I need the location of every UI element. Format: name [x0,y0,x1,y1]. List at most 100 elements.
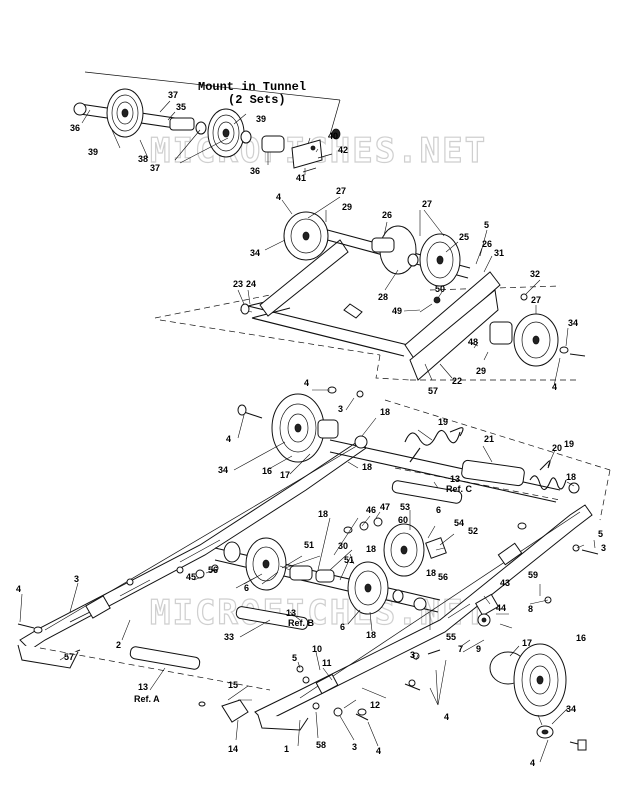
label-5b: 5 [598,529,603,539]
label-14: 14 [228,744,238,754]
label-3e: 3 [352,742,357,752]
label-45: 45 [186,572,196,582]
left-side-plate [259,239,349,317]
label-39: 39 [88,147,98,157]
label-5: 5 [484,220,489,230]
label-52: 52 [468,526,478,536]
label-58: 58 [316,740,326,750]
left-torsion-spring [404,429,461,446]
label-48: 48 [468,337,478,347]
label-34b: 34 [568,318,578,328]
mount-note-line1: Mount in Tunnel [198,80,306,94]
label-3c: 3 [74,574,79,584]
label-43: 43 [500,578,510,588]
label-37b: 37 [150,163,160,173]
label-30: 30 [338,541,348,551]
label-56b: 56 [438,572,448,582]
label-4h: 4 [530,758,535,768]
middle-idler-assembly [154,211,586,381]
label-16: 16 [262,466,272,476]
label-41: 41 [296,173,306,183]
label-27c: 27 [531,295,541,305]
label-3: 3 [338,404,343,414]
label-6c: 6 [340,622,345,632]
label-ref-c: Ref. C [446,484,473,494]
label-15: 15 [228,680,238,690]
label-17: 17 [280,470,290,480]
label-42: 42 [338,145,348,155]
label-13c: 13 [450,474,460,484]
label-22: 22 [452,376,462,386]
label-4c: 4 [304,378,309,388]
label-7: 7 [458,644,463,654]
label-31: 31 [494,248,504,258]
label-12: 12 [370,700,380,710]
label-59: 59 [528,570,538,580]
label-4b: 4 [552,382,557,392]
label-23: 23 [233,279,243,289]
label-57b: 57 [64,652,74,662]
label-60: 60 [398,515,408,525]
label-2: 2 [116,640,121,650]
label-27b: 27 [422,199,432,209]
leader-lines [19,100,596,763]
label-ref-a: Ref. A [134,694,160,704]
label-29b: 29 [476,366,486,376]
label-34d: 34 [566,704,576,714]
label-24: 24 [246,279,256,289]
label-38: 38 [138,154,148,164]
label-18f: 18 [426,568,436,578]
label-33: 33 [224,632,234,642]
label-3b: 3 [601,543,606,553]
label-11: 11 [322,658,332,668]
label-21: 21 [484,434,494,444]
label-51: 51 [304,540,314,550]
label-26: 26 [382,210,392,220]
label-50: 50 [435,284,445,294]
label-16b: 16 [576,633,586,643]
label-4d: 4 [226,434,231,444]
label-49: 49 [392,306,402,316]
label-4f: 4 [444,712,449,722]
label-53: 53 [400,502,410,512]
label-18e: 18 [366,544,376,554]
tunnel-mount-group: Mount in Tunnel (2 Sets) [73,71,341,173]
label-4: 4 [276,192,281,202]
label-26b: 26 [482,239,492,249]
label-54: 54 [454,518,464,528]
label-27: 27 [336,186,346,196]
label-56: 56 [208,565,218,575]
mount-note-line2: (2 Sets) [228,93,286,107]
label-6: 6 [436,505,441,515]
label-32: 32 [530,269,540,279]
label-19: 19 [438,417,448,427]
label-39b: 39 [256,114,266,124]
label-3d: 3 [410,650,415,660]
label-51b: 51 [344,555,354,565]
label-19b: 19 [564,439,574,449]
label-44: 44 [496,603,506,613]
part-labels: 36 37 35 39 38 39 37 40 42 36 41 4 27 29… [16,90,606,768]
label-18d: 18 [318,509,328,519]
label-47: 47 [380,502,390,512]
label-9: 9 [476,644,481,654]
label-18g: 18 [366,630,376,640]
label-4g: 4 [376,746,381,756]
label-37: 37 [168,90,178,100]
label-28: 28 [378,292,388,302]
label-46: 46 [366,505,376,515]
right-side-plate [404,271,501,361]
label-13b: 13 [286,608,296,618]
label-29: 29 [342,202,352,212]
label-18b: 18 [362,462,372,472]
lower-suspension-frame [17,386,611,751]
label-20: 20 [552,443,562,453]
label-57: 57 [428,386,438,396]
label-36: 36 [70,123,80,133]
label-34c: 34 [218,465,228,475]
label-5c: 5 [292,653,297,663]
spring-tube [461,459,525,487]
label-ref-b: Ref. B [288,618,315,628]
label-13a: 13 [138,682,148,692]
